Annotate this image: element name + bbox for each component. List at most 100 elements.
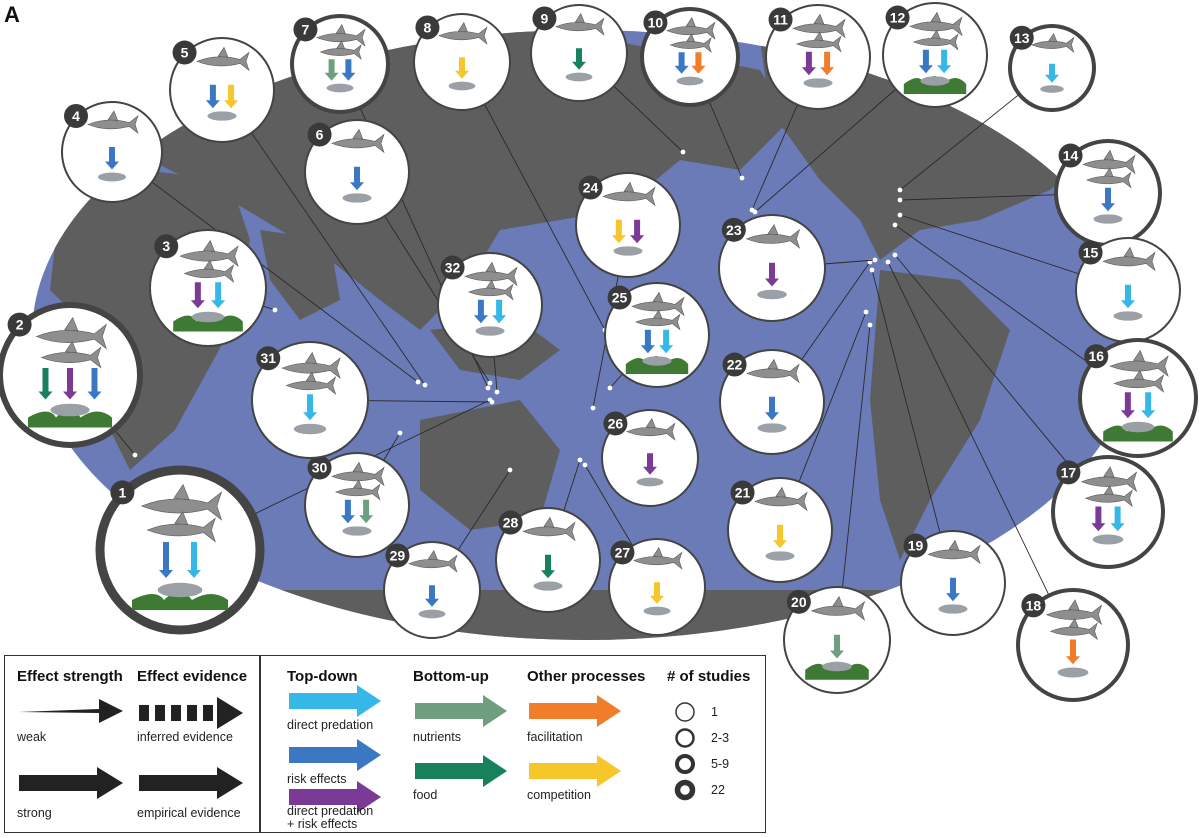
location-dot-15 xyxy=(897,212,903,218)
legend-risk-effects-arrow xyxy=(289,739,381,771)
connector-line-18 xyxy=(887,261,1074,646)
prey-icon xyxy=(803,78,833,88)
node-17: 17 xyxy=(1051,455,1165,569)
node-number-badge xyxy=(307,455,332,480)
node-25: 25 xyxy=(604,282,710,388)
legend-other-title: Other processes xyxy=(527,668,646,685)
node-number-badge xyxy=(768,7,793,32)
predation_risk-arrow xyxy=(765,262,779,287)
risk_effects-arrow xyxy=(159,542,173,578)
prey-icon xyxy=(50,403,90,417)
node-9: 9 xyxy=(530,4,628,102)
direct_predation-arrow xyxy=(937,49,952,74)
location-dot-29 xyxy=(507,467,513,473)
node-27: 27 xyxy=(608,538,706,636)
node-number: 8 xyxy=(424,19,432,35)
location-dot-19 xyxy=(869,267,875,273)
shark-icon xyxy=(183,259,235,283)
node-number: 5 xyxy=(181,45,189,61)
node-number-badge xyxy=(786,589,811,614)
node-number-badge xyxy=(172,40,197,65)
location-dot-31 xyxy=(489,399,495,405)
shark-icon xyxy=(631,291,685,317)
node-ring xyxy=(1078,338,1198,458)
node-number-badge xyxy=(730,480,755,505)
connector-line-4 xyxy=(111,151,419,383)
node-5: 5 xyxy=(169,37,275,143)
node-number: 20 xyxy=(791,594,807,610)
risk_effects-arrow xyxy=(765,396,779,421)
shark-icon xyxy=(87,110,139,134)
node-ring xyxy=(1051,455,1165,569)
risk_effects-arrow xyxy=(1101,187,1115,212)
legend-studies-label-3: 5-9 xyxy=(711,757,730,771)
risk_effects-arrow xyxy=(340,499,355,524)
prey-icon xyxy=(207,111,237,121)
node-29: 29 xyxy=(383,541,481,639)
risk_effects-arrow xyxy=(205,84,220,109)
legend-studies-ring-4 xyxy=(674,779,696,801)
shark-icon xyxy=(1102,246,1156,272)
connector-line-5 xyxy=(221,89,426,386)
facilitation-arrow xyxy=(1066,639,1080,665)
shark-icon xyxy=(602,181,656,207)
shark-icon xyxy=(1085,167,1132,189)
shark-icon xyxy=(331,128,385,154)
competition-arrow xyxy=(224,84,239,109)
node-number: 21 xyxy=(735,485,751,501)
legend-weak-label: weak xyxy=(17,730,47,744)
legend-food-label: food xyxy=(413,788,438,802)
node-number: 23 xyxy=(726,222,742,238)
predation_risk-arrow xyxy=(801,51,816,76)
prey-icon xyxy=(636,477,664,487)
shark-icon xyxy=(146,511,216,543)
nutrients-arrow xyxy=(830,634,844,659)
predation_risk-arrow xyxy=(190,282,205,309)
node-number-badge xyxy=(385,543,410,568)
risk_effects-arrow xyxy=(473,299,488,324)
shark-icon xyxy=(285,371,337,395)
location-dot-6 xyxy=(487,380,493,386)
location-dot-28 xyxy=(577,457,583,463)
node-28: 28 xyxy=(495,507,601,613)
location-dot-2 xyxy=(132,452,138,458)
shark-icon xyxy=(467,279,514,301)
landmass-south-america xyxy=(870,270,1010,560)
location-dot-16 xyxy=(892,222,898,228)
legend-studies-ring-1 xyxy=(675,702,695,722)
risk_effects-arrow xyxy=(350,166,364,191)
prey-icon xyxy=(643,606,671,616)
legend-empirical-label: empirical evidence xyxy=(137,806,241,820)
prey-icon xyxy=(757,423,787,433)
shark-icon xyxy=(1049,618,1098,641)
node-number-badge xyxy=(903,533,928,558)
node-8: 8 xyxy=(413,13,511,111)
node-ring xyxy=(437,252,543,358)
risk_effects-arrow xyxy=(918,49,933,74)
shark-icon xyxy=(281,351,341,379)
location-dot-9 xyxy=(680,149,686,155)
legend-nutrients-label: nutrients xyxy=(413,730,461,744)
node-ring xyxy=(765,4,871,110)
node-ring xyxy=(640,7,740,107)
node-16: 16 xyxy=(1078,338,1198,458)
direct_predation-arrow xyxy=(1141,392,1156,419)
legend-predation-risk-label-1: direct predation xyxy=(287,804,374,818)
legend-strong-label: strong xyxy=(17,806,52,820)
shark-icon xyxy=(464,261,518,287)
legend-food-arrow xyxy=(415,755,507,787)
legend-empirical-arrow xyxy=(139,767,243,799)
node-number-badge xyxy=(293,17,318,42)
shark-icon xyxy=(633,547,683,570)
shark-icon xyxy=(792,13,846,39)
shark-icon xyxy=(408,550,458,573)
location-dot-18 xyxy=(885,259,891,265)
node-number-badge xyxy=(643,10,668,35)
node-11: 11 xyxy=(765,4,871,110)
shark-icon xyxy=(1080,466,1138,493)
prey-icon xyxy=(448,81,476,91)
legend-predation-risk-label-2: + risk effects xyxy=(287,817,358,831)
node-number-badge xyxy=(532,6,557,31)
direct_predation-arrow xyxy=(211,282,226,309)
